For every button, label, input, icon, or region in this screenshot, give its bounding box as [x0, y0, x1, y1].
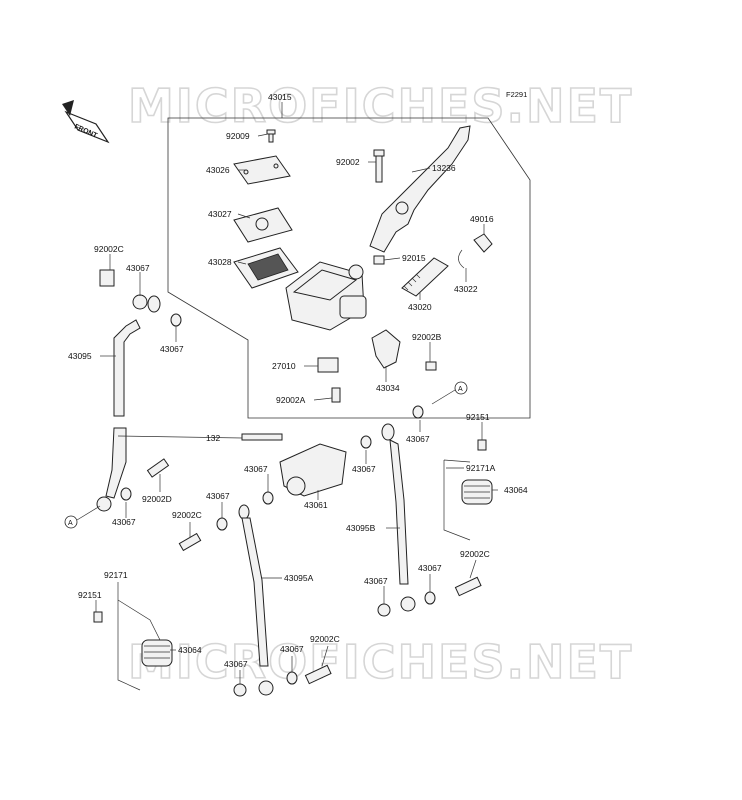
front-arrow-icon: FRONT — [62, 100, 110, 144]
label-43095: 43095 — [68, 351, 92, 361]
label-92002-top: 92002 — [336, 157, 360, 167]
master-cylinder-body — [285, 261, 367, 331]
label-43061: 43061 — [304, 500, 328, 510]
reservoir-cap — [233, 155, 291, 185]
label-92002B: 92002B — [412, 332, 442, 342]
svg-text:A: A — [458, 386, 463, 393]
label-43067-h: 43067 — [224, 659, 248, 669]
label-132: 132 — [206, 433, 220, 443]
bolt-92002C-bottom — [304, 664, 332, 685]
label-43067-c: 43067 — [406, 434, 430, 444]
label-49016: 49016 — [470, 214, 494, 224]
label-43067-e: 43067 — [206, 491, 230, 501]
label-43027: 43027 — [208, 209, 232, 219]
hose-43095 — [96, 269, 182, 512]
part-labels: 43015 92009 43026 43027 43028 92002 1323… — [68, 92, 528, 669]
label-43034: 43034 — [376, 383, 400, 393]
bolt-92002A — [331, 387, 341, 403]
label-92002C-left: 92002C — [94, 244, 124, 254]
label-92002D: 92002D — [142, 494, 172, 504]
label-43026: 43026 — [206, 165, 230, 175]
label-43064-right: 43064 — [504, 485, 528, 495]
bolt-92002 — [373, 149, 385, 183]
label-43067-k: 43067 — [418, 563, 442, 573]
clamp-92171A — [443, 439, 493, 541]
label-43067-d: 43067 — [244, 464, 268, 474]
label-92002C-right: 92002C — [460, 549, 490, 559]
svg-text:A: A — [68, 520, 73, 527]
label-43067-j: 43067 — [364, 576, 388, 586]
label-43067-a: 43067 — [126, 263, 150, 273]
hose-43095A — [238, 504, 274, 696]
label-43067-b: 43067 — [160, 344, 184, 354]
label-43095B: 43095B — [346, 523, 376, 533]
label-92009: 92009 — [226, 131, 250, 141]
label-43067-f: 43067 — [352, 464, 376, 474]
joint-43061 — [279, 443, 347, 497]
clip-43022 — [458, 249, 465, 269]
boot — [473, 233, 493, 253]
label-92171: 92171 — [104, 570, 128, 580]
label-43020: 43020 — [408, 302, 432, 312]
watermark-bottom: MICROFICHES.NET — [128, 635, 633, 689]
label-92002C-bottom: 92002C — [310, 634, 340, 644]
callout-a-right: A — [454, 381, 468, 395]
bolt-132 — [241, 433, 283, 441]
label-43095A: 43095A — [284, 573, 314, 583]
clamp-92171 — [93, 599, 173, 691]
piston-43020 — [401, 257, 449, 297]
leader-lines — [76, 102, 498, 684]
label-43015: 43015 — [268, 92, 292, 102]
label-43022: 43022 — [454, 284, 478, 294]
switch-27010 — [317, 357, 339, 373]
diagram-code: F2291 — [506, 90, 527, 99]
clamp-43034 — [371, 329, 401, 369]
label-43067-g: 43067 — [112, 517, 136, 527]
label-92151-right: 92151 — [466, 412, 490, 422]
label-43028: 43028 — [208, 257, 232, 267]
label-92002A: 92002A — [276, 395, 306, 405]
label-92015: 92015 — [402, 253, 426, 263]
bolt-92002B — [425, 361, 437, 371]
assembly-frame — [167, 117, 531, 419]
label-92151-left: 92151 — [78, 590, 102, 600]
label-92002C-mid: 92002C — [172, 510, 202, 520]
bolt-92002D — [146, 458, 170, 478]
bolt-92002C-mid — [178, 532, 202, 552]
callout-a-left: A — [64, 515, 78, 529]
watermark-top: MICROFICHES.NET — [128, 79, 633, 133]
brake-lever — [369, 125, 471, 253]
nut-92015 — [373, 255, 385, 265]
label-43064-left: 43064 — [178, 645, 202, 655]
label-43067-i: 43067 — [280, 644, 304, 654]
hose-43095B — [360, 423, 416, 617]
screw-92009 — [266, 129, 276, 143]
bolt-92002C-right — [454, 576, 482, 597]
label-27010: 27010 — [272, 361, 296, 371]
label-13236: 13236 — [432, 163, 456, 173]
label-92171A: 92171A — [466, 463, 496, 473]
